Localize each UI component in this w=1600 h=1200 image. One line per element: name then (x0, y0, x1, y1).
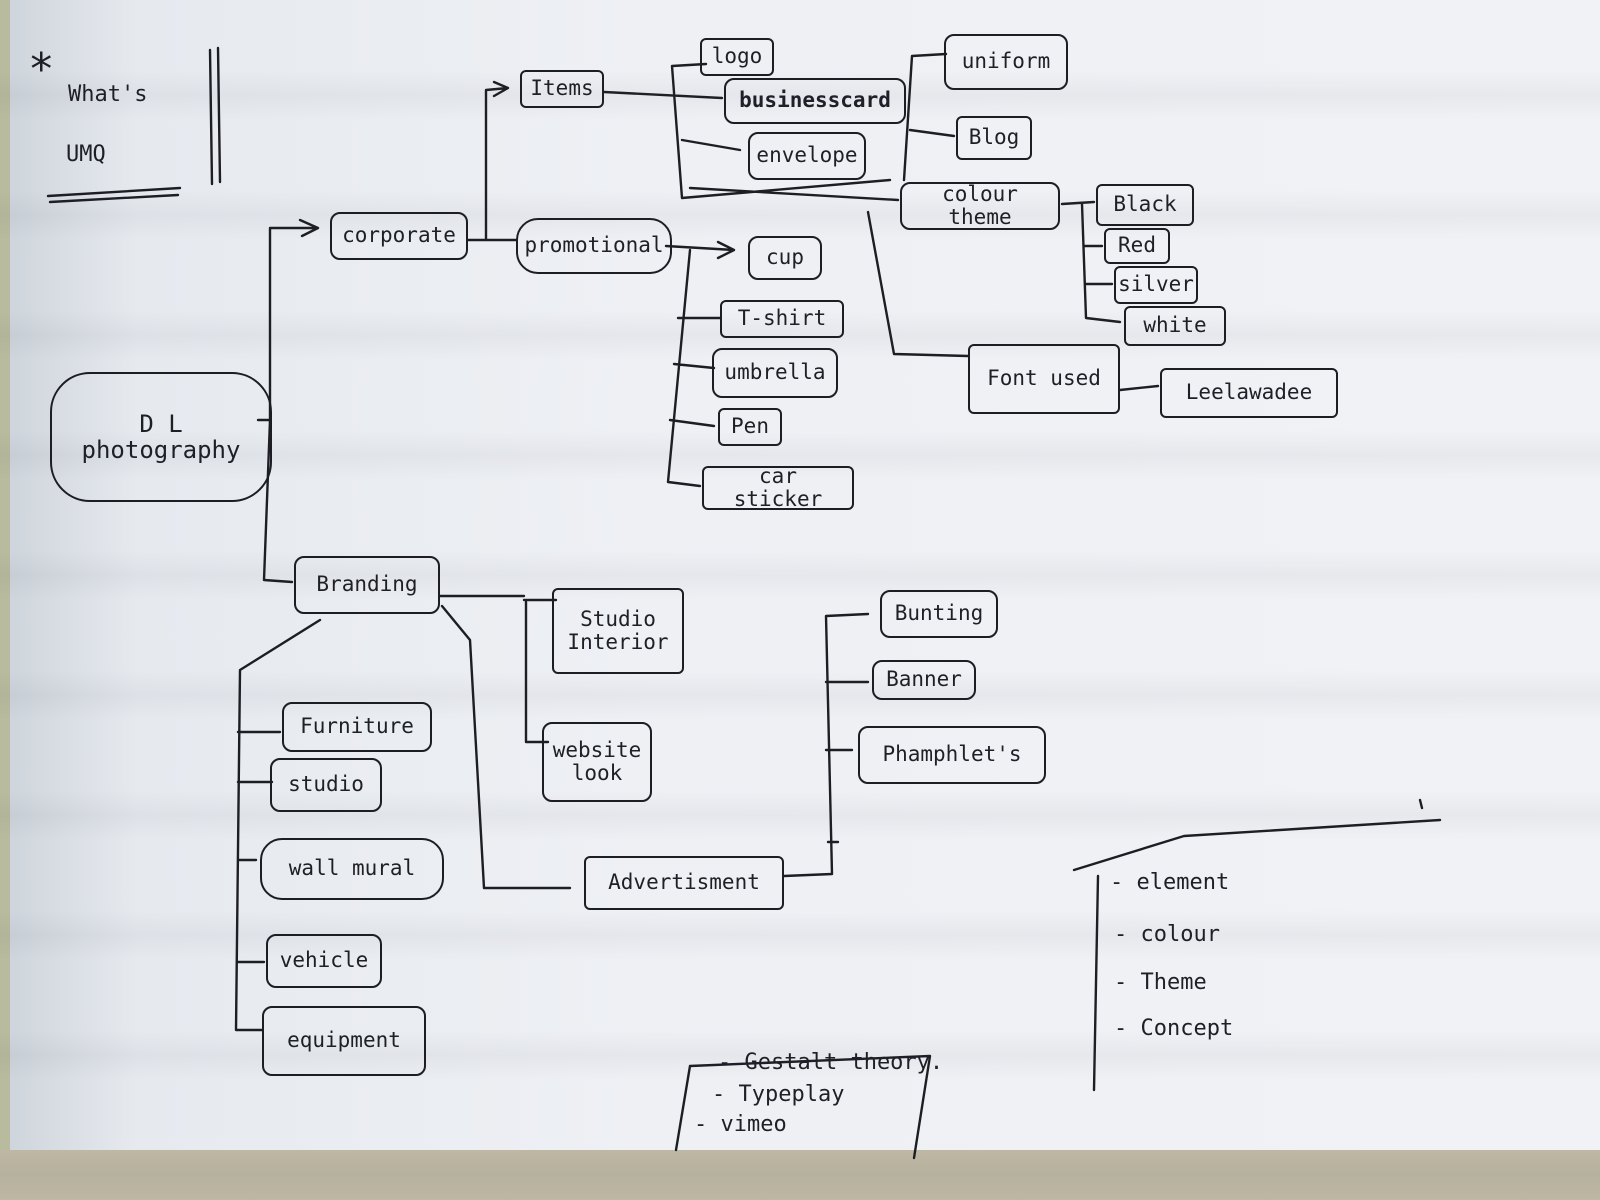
note-line-umq: UMQ (66, 142, 106, 167)
colour-red[interactable]: Red (1104, 228, 1170, 264)
note-line-whats: What's (68, 82, 148, 107)
colour-list-connector (1060, 200, 1122, 324)
corporate-connector (466, 80, 518, 242)
star-mark: * (28, 44, 55, 95)
promo-pen[interactable]: Pen (718, 408, 782, 446)
note-underline (46, 186, 182, 204)
promotional-connector (664, 240, 736, 488)
right-note-theme: - Theme (1114, 970, 1207, 995)
promo-cup[interactable]: cup (748, 236, 822, 280)
ad-bunting[interactable]: Bunting (880, 590, 998, 638)
promotional-node[interactable]: promotional (516, 218, 672, 274)
ad-banner[interactable]: Banner (872, 660, 976, 700)
studio-interior-node[interactable]: Studio Interior (552, 588, 684, 674)
right-note-dot (1418, 798, 1424, 810)
bottom-note-frame (674, 1054, 932, 1160)
promo-tshirt[interactable]: T-shirt (720, 300, 844, 338)
items-connector (602, 62, 892, 200)
ad-phamphlets[interactable]: Phamphlet's (858, 726, 1046, 784)
promo-car-sticker[interactable]: car sticker (702, 464, 854, 511)
right-note-bracket (1072, 818, 1442, 1092)
colour-white[interactable]: white (1124, 306, 1226, 346)
bottom-note-vimeo: - vimeo (694, 1112, 787, 1137)
website-look-node[interactable]: website look (542, 722, 652, 802)
advertisement-connector (782, 612, 870, 878)
root-node[interactable]: D L photography (50, 372, 272, 502)
branding-furniture[interactable]: Furniture (282, 702, 432, 752)
items-more-connector (902, 52, 956, 182)
colour-theme-connector (688, 186, 900, 202)
branding-left-connector (234, 618, 322, 1032)
promo-umbrella[interactable]: umbrella (712, 348, 838, 398)
branding-studio[interactable]: studio (270, 758, 382, 812)
font-leelawadee[interactable]: Leelawadee (1160, 368, 1338, 418)
colour-silver[interactable]: silver (1114, 266, 1198, 304)
item-blog[interactable]: Blog (956, 116, 1032, 160)
right-note-colour: - colour (1114, 922, 1220, 947)
colour-theme-node[interactable]: colour theme (900, 182, 1060, 230)
colour-black[interactable]: Black (1096, 184, 1194, 226)
item-logo[interactable]: logo (700, 38, 774, 76)
corporate-node[interactable]: corporate (330, 212, 468, 260)
font-used-node[interactable]: Font used (968, 344, 1120, 414)
branding-node[interactable]: Branding (294, 556, 440, 614)
branding-connector (438, 594, 572, 890)
note-double-bar (208, 46, 222, 186)
advertisement-node[interactable]: Advertisment (584, 856, 784, 910)
branding-vehicle[interactable]: vehicle (266, 934, 382, 988)
font-connector (866, 210, 1160, 392)
item-uniform[interactable]: uniform (944, 34, 1068, 90)
item-envelope[interactable]: envelope (748, 132, 866, 180)
item-businesscard[interactable]: businesscard (724, 78, 906, 124)
table-surface (0, 1150, 1600, 1200)
bottom-note-typeplay: - Typeplay (712, 1082, 845, 1107)
right-note-concept: - Concept (1114, 1016, 1234, 1041)
items-node[interactable]: Items (520, 70, 604, 108)
bottom-note-gestalt: - Gestalt theory. (718, 1050, 944, 1075)
branding-wall-mural[interactable]: wall mural (260, 838, 444, 900)
right-note-element: - element (1110, 870, 1230, 895)
branding-equipment[interactable]: equipment (262, 1006, 426, 1076)
